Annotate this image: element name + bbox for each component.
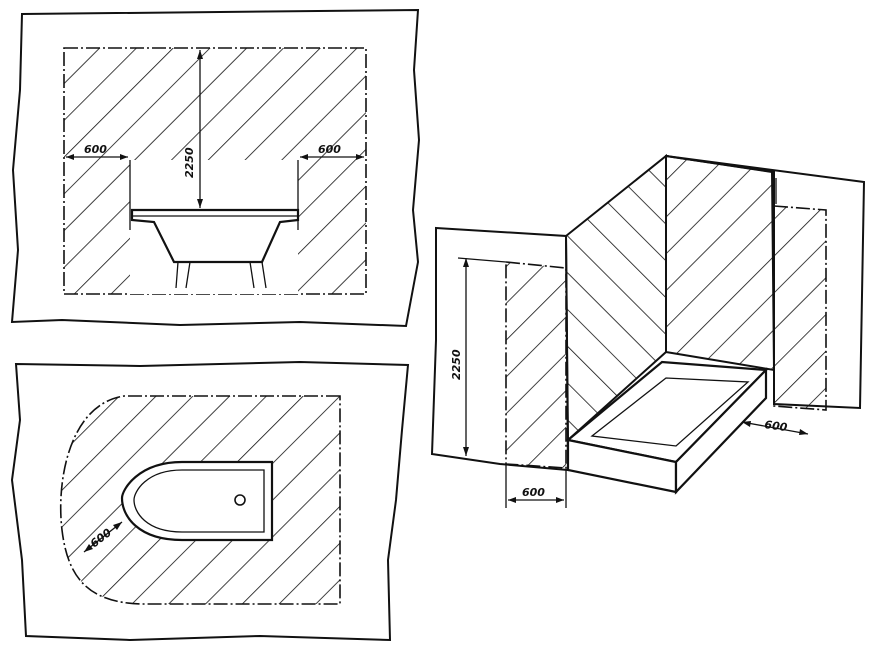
drain-icon [234,494,246,506]
iso-left-clearance-zone [505,261,567,469]
plan-view-panel: 600 [10,360,410,642]
bathtub-leg-right [249,261,267,289]
front-view-panel: 600 600 2250 [10,8,421,328]
bathtub-plan-outline [120,460,274,542]
iso-back-clearance-zone [773,205,827,411]
iso-side-arrowheads [742,421,808,435]
bathtub-plan-inner [133,469,265,533]
front-height-dimension-label: 2250 [183,147,196,178]
plan-clearance-arrowheads [84,522,122,552]
front-left-dimension-label: 600 [84,143,107,156]
front-right-arrowheads [300,154,364,160]
isometric-view-panel: 2250 600 600 [430,153,866,508]
iso-front-dimension-label: 600 [522,486,545,499]
iso-height-dimension-label: 2250 [450,349,463,380]
bathtub-iso-inner [590,377,750,447]
iso-corner-wall-right [665,154,776,372]
iso-side-dimension-label: 600 [764,418,789,434]
bathtub-leg-left [175,261,191,289]
bathtub-iso-side [674,367,768,495]
iso-height-top-extension [457,257,507,263]
iso-side-dimension-line [741,421,809,435]
front-right-dimension-label: 600 [318,143,341,156]
